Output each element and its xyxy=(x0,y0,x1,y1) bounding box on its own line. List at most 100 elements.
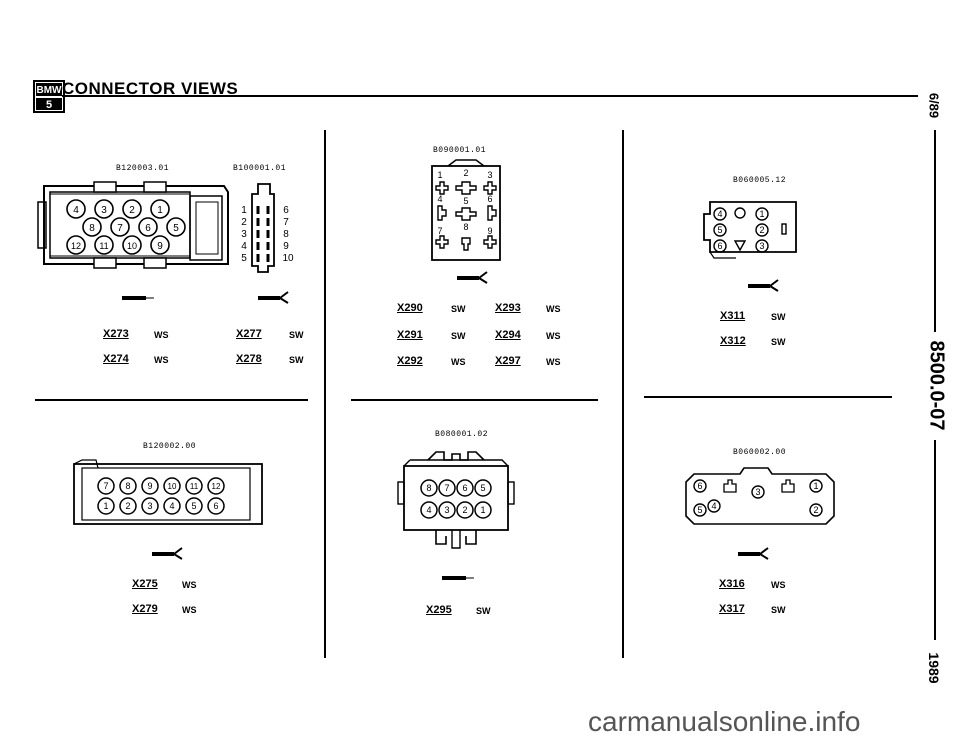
pin-label: 8 xyxy=(125,481,130,491)
connector-diagram-12pin: 4 3 2 1 8 7 6 5 12 11 10 9 xyxy=(37,181,229,269)
pin-circle xyxy=(150,199,170,219)
side-date: 6/89 xyxy=(926,92,942,119)
connector-label: X278 xyxy=(236,353,262,365)
connector-label: X294 xyxy=(495,329,521,341)
pin-circle xyxy=(141,477,159,495)
pin-label: 12 xyxy=(212,482,221,491)
connector-diagram-6pin: 4 1 5 2 6 3 xyxy=(703,201,797,259)
pin-label: 5 xyxy=(717,225,722,235)
pin-circle xyxy=(713,207,727,221)
pin-label: 8 xyxy=(463,222,468,232)
pin-label: 7 xyxy=(437,226,442,236)
pin-circle xyxy=(163,477,181,495)
connector-label: X316 xyxy=(719,578,745,590)
pin-label: 4 xyxy=(73,205,79,216)
pin-label: 5 xyxy=(191,501,196,511)
pin-label: 3 xyxy=(759,241,764,251)
wire-color: WS xyxy=(451,357,466,367)
wire-color: SW xyxy=(771,312,786,322)
pin-label: 2 xyxy=(241,217,247,228)
watermark-link[interactable]: carmanualsonline.info xyxy=(588,706,861,737)
pin-circle xyxy=(755,207,769,221)
pin-view-symbol-icon xyxy=(442,576,474,580)
pin-circle xyxy=(207,477,225,495)
pin-circle xyxy=(119,477,137,495)
connector-diagram-10pin: 1 2 3 4 5 6 7 8 9 10 xyxy=(241,183,294,273)
pin-circle xyxy=(97,477,115,495)
connector-label: X279 xyxy=(132,603,158,615)
wire-color: WS xyxy=(546,357,561,367)
pin-label: 4 xyxy=(241,241,247,252)
wire-color: SW xyxy=(289,330,304,340)
pin-label: 2 xyxy=(759,225,764,235)
pin-label: 9 xyxy=(147,481,152,491)
wire-color: WS xyxy=(771,580,786,590)
wire-color: WS xyxy=(154,330,169,340)
connector-label: X274 xyxy=(103,353,129,365)
pin-circle xyxy=(456,501,474,519)
pin-circle xyxy=(138,217,158,237)
connector-label: X292 xyxy=(397,355,423,367)
pin-circle xyxy=(809,503,823,517)
page-title: CONNECTOR VIEWS xyxy=(62,79,239,98)
connector-diagram-8pin: 8 7 6 5 4 3 2 1 xyxy=(397,451,515,549)
connector-diagram-6pin-wide: 6 3 1 5 4 2 xyxy=(685,467,835,525)
pin-circle xyxy=(163,497,181,515)
wire-color: SW xyxy=(476,606,491,616)
part-code: B060002.00 xyxy=(733,448,787,457)
pin-label: 9 xyxy=(283,241,289,252)
pin-label: 1 xyxy=(241,205,247,216)
wire-color: WS xyxy=(182,580,197,590)
pin-label: 6 xyxy=(145,223,151,234)
pin-label: 7 xyxy=(103,481,108,491)
socket-view-symbol-icon xyxy=(738,547,769,560)
pin-label: 6 xyxy=(697,481,702,491)
part-code: B090001.01 xyxy=(433,146,487,155)
side-year: 1989 xyxy=(926,652,942,684)
pin-circle xyxy=(693,479,707,493)
part-code: B080001.02 xyxy=(435,430,489,439)
pin-circle xyxy=(66,199,86,219)
pin-label: 4 xyxy=(169,501,174,511)
row-divider-middle xyxy=(351,399,598,401)
pin-circle xyxy=(474,501,492,519)
pin-circle xyxy=(420,501,438,519)
wire-color: WS xyxy=(546,331,561,341)
pin-label: 3 xyxy=(147,501,152,511)
pin-label: 5 xyxy=(241,253,247,264)
side-doc-number: 8500.0-07 xyxy=(925,340,948,431)
connector-label: X290 xyxy=(397,302,423,314)
pin-label: 5 xyxy=(463,196,468,206)
pin-circle xyxy=(150,235,170,255)
pin-label: 8 xyxy=(426,483,431,493)
pin-circle xyxy=(713,239,727,253)
pin-label: 3 xyxy=(241,229,247,240)
pin-circle xyxy=(66,235,86,255)
pin-label: 2 xyxy=(462,505,467,515)
pin-label: 4 xyxy=(711,501,716,511)
pin-circle xyxy=(94,199,114,219)
part-code: B120002.00 xyxy=(143,442,197,451)
part-code: B060005.12 xyxy=(733,176,787,185)
socket-view-symbol-icon xyxy=(258,291,289,304)
pin-circle xyxy=(755,239,769,253)
pin-label: 2 xyxy=(813,505,818,515)
connector-label: X293 xyxy=(495,302,521,314)
connector-label: X317 xyxy=(719,603,745,615)
pin-label: 1 xyxy=(813,481,818,491)
pin-label: 12 xyxy=(71,241,81,251)
pin-label: 8 xyxy=(283,229,289,240)
socket-view-symbol-icon xyxy=(152,547,183,560)
pin-circle xyxy=(438,501,456,519)
pin-label: 10 xyxy=(127,241,137,251)
connector-label: X312 xyxy=(720,335,746,347)
pin-label: 8 xyxy=(89,223,95,234)
pin-circle xyxy=(97,497,115,515)
connector-label: X291 xyxy=(397,329,423,341)
title-rule xyxy=(62,95,918,97)
wire-color: WS xyxy=(546,304,561,314)
pin-label: 6 xyxy=(283,205,289,216)
pin-circle xyxy=(141,497,159,515)
pin-circle xyxy=(185,497,203,515)
pin-label: 1 xyxy=(437,170,442,180)
